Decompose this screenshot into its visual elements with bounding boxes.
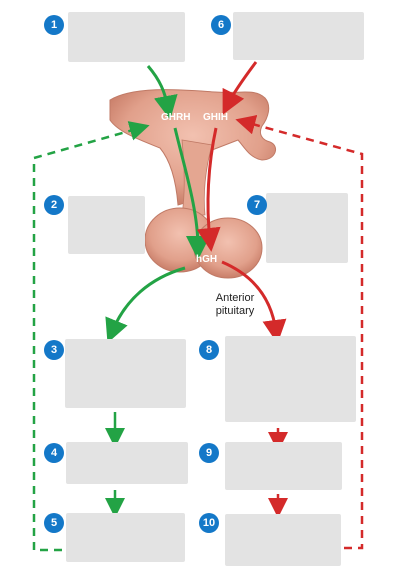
- badge-8: 8: [199, 340, 219, 360]
- arrow-6-to-ghih: [222, 61, 258, 115]
- badge-1: 1: [44, 15, 64, 35]
- posterior-pituitary-shape: [193, 217, 263, 279]
- answer-box-8[interactable]: [225, 336, 356, 422]
- badge-10: 10: [199, 513, 219, 533]
- feedback-loop-green: [32, 121, 150, 552]
- answer-box-2[interactable]: [68, 196, 145, 254]
- badge-4: 4: [44, 443, 64, 463]
- arrow-hgh-to-3: [105, 266, 186, 344]
- arrow-1-to-ghrh: [146, 65, 178, 120]
- badge-5: 5: [44, 513, 64, 533]
- arrow-hgh-to-8: [221, 260, 287, 344]
- answer-box-6[interactable]: [233, 12, 364, 60]
- ghrh-label: GHRH: [161, 112, 191, 123]
- badge-7: 7: [247, 195, 267, 215]
- answer-box-9[interactable]: [225, 442, 342, 490]
- anterior-pituitary-line-2: pituitary: [215, 305, 255, 317]
- ghih-label: GHIH: [203, 112, 228, 123]
- badge-6: 6: [211, 15, 231, 35]
- answer-box-4[interactable]: [66, 442, 188, 484]
- anterior-pituitary-line-1: Anterior: [215, 292, 255, 304]
- answer-box-7[interactable]: [266, 193, 348, 263]
- feedback-loop-red: [235, 114, 364, 550]
- badge-2: 2: [44, 195, 64, 215]
- badge-9: 9: [199, 443, 219, 463]
- answer-box-3[interactable]: [65, 339, 186, 408]
- answer-box-10[interactable]: [225, 514, 341, 566]
- anterior-pituitary-label: Anterior pituitary: [205, 292, 265, 318]
- answer-box-1[interactable]: [68, 12, 185, 62]
- answer-box-5[interactable]: [66, 513, 185, 562]
- hgh-label: hGH: [196, 254, 218, 265]
- badge-3: 3: [44, 340, 64, 360]
- arrow-ghih-to-hgh: [196, 127, 221, 252]
